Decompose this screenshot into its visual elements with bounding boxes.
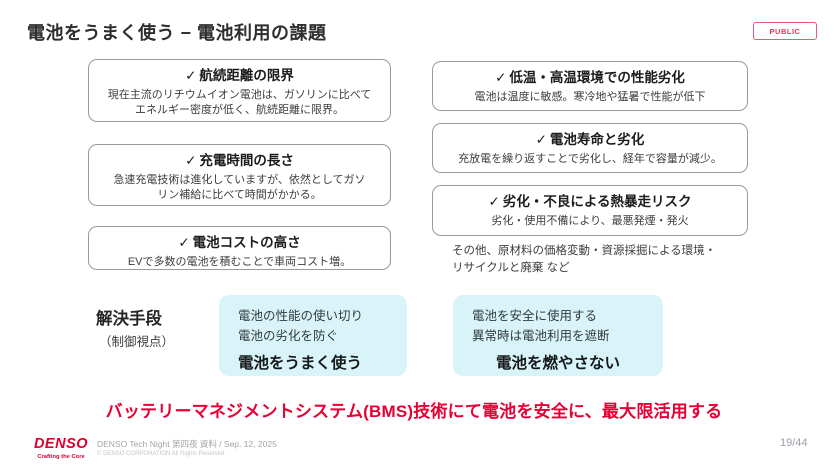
solution-sublabel: （制御視点） <box>99 335 175 349</box>
check-icon: ✓ <box>535 132 547 147</box>
challenge-title: ✓充電時間の長さ <box>185 153 294 168</box>
page-title: 電池をうまく使う − 電池利用の課題 <box>27 23 327 43</box>
challenge-box-charging-time: ✓充電時間の長さ 急速充電技術は進化していますが、依然としてガソ リン補給に比べ… <box>88 144 391 206</box>
challenge-body: 現在主流のリチウムイオン電池は、ガソリンに比べて エネルギー密度が低く、航続距離… <box>107 89 372 116</box>
challenge-title: ✓航続距離の限界 <box>185 68 294 83</box>
solution-headline: 電池をうまく使う <box>238 355 363 372</box>
solution-box-use-well: 電池の性能の使い切り 電池の劣化を防ぐ 電池をうまく使う <box>219 295 407 376</box>
challenge-box-lifespan: ✓電池寿命と劣化 充放電を繰り返すことで劣化し、経年で容量が減少。 <box>432 123 748 173</box>
challenge-body: 充放電を繰り返すことで劣化し、経年で容量が減少。 <box>458 153 722 166</box>
check-icon: ✓ <box>178 235 190 250</box>
solution-box-no-fire: 電池を安全に使用する 異常時は電池利用を遮断 電池を燃やさない <box>453 295 663 376</box>
key-message: バッテリーマネジメントシステム(BMS)技術にて電池を安全に、最大限活用する <box>105 402 723 421</box>
challenge-title: ✓電池コストの高さ <box>178 235 301 250</box>
challenge-box-temperature: ✓低温・高温環境での性能劣化 電池は温度に敏感。寒冷地や猛暑で性能が低下 <box>432 61 748 111</box>
denso-logo-tagline: Crafting the Core <box>37 453 85 460</box>
challenge-title: ✓低温・高温環境での性能劣化 <box>495 70 685 85</box>
solution-line: 電池の性能の使い切り <box>238 309 364 323</box>
challenge-box-thermal-runaway: ✓劣化・不良による熱暴走リスク 劣化・使用不備により、最悪発煙・発火 <box>432 185 748 236</box>
solution-label: 解決手段 <box>96 310 162 328</box>
check-icon: ✓ <box>185 153 197 168</box>
check-icon: ✓ <box>495 70 507 85</box>
public-badge: PUBLIC <box>753 22 817 40</box>
check-icon: ✓ <box>488 194 500 209</box>
other-challenges-note: その他、原材料の価格変動・資源採掘による環境・ リサイクルと廃棄 など <box>452 245 717 275</box>
page-number: 19/44 <box>780 437 808 449</box>
challenge-body: EVで多数の電池を積むことで車両コスト増。 <box>127 256 352 269</box>
solution-line: 電池を安全に使用する <box>472 309 598 323</box>
challenge-title: ✓電池寿命と劣化 <box>535 132 645 147</box>
denso-logo-word: DENSO <box>33 436 89 452</box>
footer-credit: DENSO Tech Night 第四夜 資料 / Sep. 12, 2025 <box>97 439 277 449</box>
challenge-body: 急速充電技術は進化していますが、依然としてガソ リン補給に比べて時間がかかる。 <box>113 174 366 201</box>
challenge-box-range: ✓航続距離の限界 現在主流のリチウムイオン電池は、ガソリンに比べて エネルギー密… <box>88 59 391 122</box>
public-badge-label: PUBLIC <box>769 26 801 36</box>
solution-line: 電池の劣化を防ぐ <box>238 329 339 343</box>
challenge-box-cost: ✓電池コストの高さ EVで多数の電池を積むことで車両コスト増。 <box>88 226 391 270</box>
solution-headline: 電池を燃やさない <box>495 355 620 372</box>
challenge-body: 電池は温度に敏感。寒冷地や猛暑で性能が低下 <box>474 91 706 104</box>
challenge-title: ✓劣化・不良による熱暴走リスク <box>488 194 692 209</box>
solution-line: 異常時は電池利用を遮断 <box>472 329 610 343</box>
denso-logo: DENSO Crafting the Core <box>28 437 94 460</box>
footer-copyright: © DENSO CORPORATION All Rights Reserved. <box>97 451 227 457</box>
challenge-body: 劣化・使用不備により、最悪発煙・発火 <box>491 215 689 228</box>
check-icon: ✓ <box>185 68 197 83</box>
